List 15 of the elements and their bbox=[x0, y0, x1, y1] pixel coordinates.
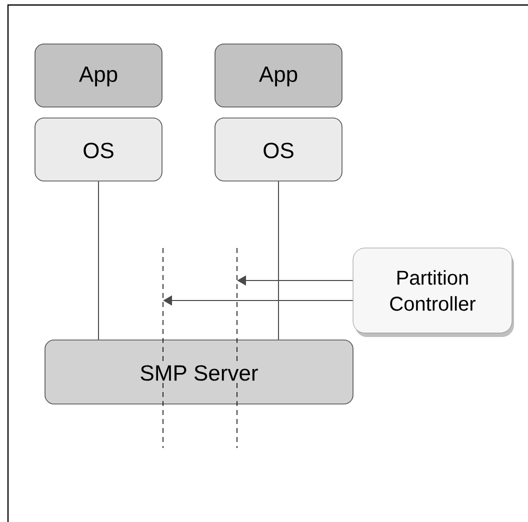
os-box bbox=[34, 118, 162, 182]
app-box bbox=[34, 44, 162, 108]
connector-line bbox=[278, 180, 279, 340]
os-box bbox=[214, 118, 342, 182]
box-label: App bbox=[78, 66, 120, 88]
dashed-line bbox=[162, 248, 164, 448]
box-label: SMP Server bbox=[138, 364, 260, 382]
box-label: App bbox=[258, 66, 300, 88]
box-label: OS bbox=[82, 142, 116, 160]
app-box bbox=[214, 44, 342, 108]
dashed-line bbox=[236, 248, 238, 448]
controller-box: Partition Controller bbox=[352, 248, 514, 337]
connector-line bbox=[98, 180, 99, 340]
server-box bbox=[44, 340, 354, 404]
box-label: OS bbox=[262, 142, 296, 160]
